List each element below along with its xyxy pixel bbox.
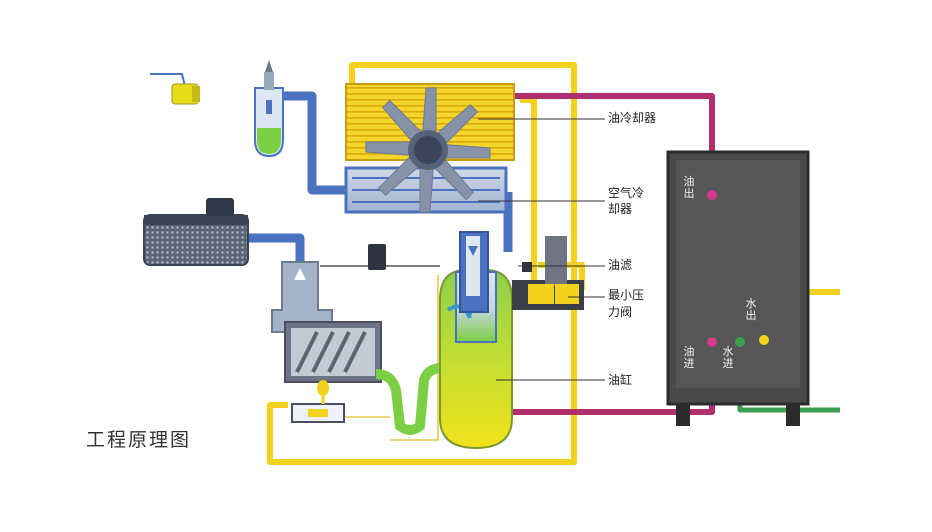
air-intake-filter bbox=[171, 60, 284, 158]
label-min-pressure-2: 力阀 bbox=[608, 305, 633, 319]
oil-water-cooler-cabinet bbox=[666, 150, 810, 426]
air-intake-silencer bbox=[143, 198, 249, 266]
label-water-out: 水出 bbox=[745, 297, 757, 322]
cabinet-ports bbox=[707, 190, 769, 347]
cooling-fan-icon bbox=[365, 87, 491, 213]
label-oil-cooler: 油冷却器 bbox=[608, 111, 657, 125]
oil-filter bbox=[459, 231, 489, 313]
label-water-in: 水进 bbox=[722, 345, 734, 370]
thermostatic-valve bbox=[291, 380, 345, 423]
label-oil-in: 油进 bbox=[683, 345, 695, 370]
diagram-title: 工程原理图 bbox=[86, 429, 192, 451]
label-oil-tank: 油缸 bbox=[608, 373, 633, 387]
label-air-cooler-2: 却器 bbox=[608, 202, 633, 216]
air-lines-blue bbox=[245, 91, 513, 262]
label-leaders bbox=[478, 118, 605, 381]
label-air-cooler-1: 空气冷 bbox=[608, 186, 645, 200]
pressure-switch bbox=[368, 244, 440, 270]
minimum-pressure-valve bbox=[512, 236, 584, 310]
label-min-pressure-1: 最小压 bbox=[608, 288, 645, 302]
compressor-discharge-pipe bbox=[375, 363, 443, 435]
screw-compressor bbox=[284, 321, 382, 383]
label-oil-out: 油出 bbox=[683, 175, 695, 200]
label-oil-filter: 油滤 bbox=[608, 258, 633, 272]
